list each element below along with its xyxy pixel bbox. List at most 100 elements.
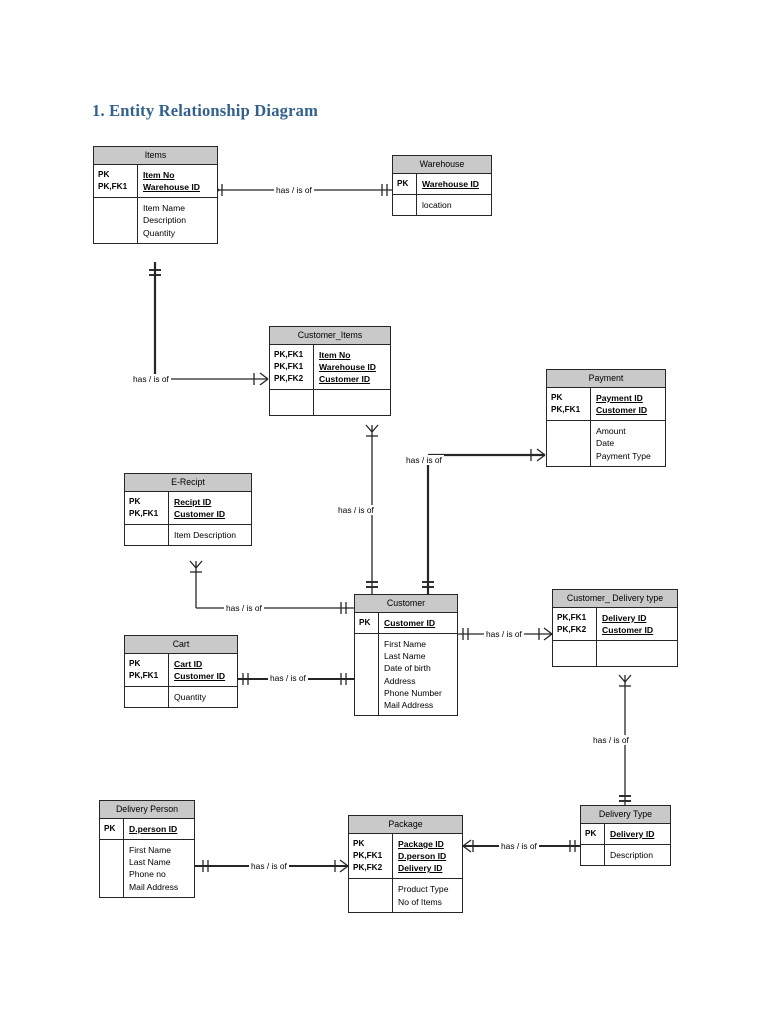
entity-key-section: PK PK,FK1 Cart ID Customer ID [125, 653, 237, 688]
key-attribute: Delivery ID [610, 828, 655, 839]
key-label: PK,FK1 [551, 405, 581, 414]
entity-key-section: PK,FK1 PK,FK2 Delivery ID Customer ID [553, 607, 677, 642]
relationship-label-deliveryperson-package: has / is of [249, 861, 289, 871]
doublebar-cart-right [242, 673, 249, 685]
entity-key-section: PK PK,FK1 Item No Warehouse ID [94, 164, 217, 199]
key-column: PK [100, 818, 124, 839]
doublebar-customer-top-right [422, 581, 434, 588]
attribute: Last Name [129, 857, 171, 868]
key-label: PK [585, 828, 597, 838]
relationship-label-customer-custdeliverytype: has / is of [484, 629, 524, 639]
entity-cart[interactable]: Cart PK PK,FK1 Cart ID Customer ID Quant… [124, 635, 238, 709]
attribute: Date [596, 438, 615, 449]
crowsfoot-custdeliverytype-bottom [618, 674, 632, 687]
key-attribute-column: Warehouse ID [417, 174, 491, 194]
key-attribute: Delivery ID [602, 612, 647, 623]
entity-title: Delivery Person [100, 801, 194, 819]
attribute: Item Description [174, 530, 237, 541]
doublebar-customer-right [462, 628, 469, 640]
key-column-empty [547, 421, 591, 466]
entity-key-section: PK PK,FK1 Recipt ID Customer ID [125, 491, 251, 526]
key-column-empty [125, 525, 169, 546]
entity-attribute-section: Description [581, 845, 670, 866]
key-attribute: Item No [143, 169, 175, 180]
key-label: PK,FK2 [353, 863, 383, 873]
attribute: Quantity [143, 227, 176, 238]
entity-delivery-type[interactable]: Delivery Type PK Delivery ID Description [580, 805, 671, 867]
doublebar-customer-left-erecipt [340, 602, 347, 614]
entity-attribute-section: Amount Date Payment Type [547, 421, 665, 466]
relationship-label-package-deliverytype: has / is of [499, 841, 539, 851]
relationship-label-custdeliverytype-deliverytype: has / is of [591, 735, 631, 745]
attribute: Date of birth [384, 663, 431, 674]
key-column-empty [581, 845, 605, 866]
entity-attribute-section [553, 641, 677, 667]
entity-e-recipt[interactable]: E-Recipt PK PK,FK1 Recipt ID Customer ID… [124, 473, 252, 547]
key-column-empty [355, 634, 379, 716]
entity-title: Package [349, 816, 462, 834]
key-label: PK [104, 823, 116, 833]
entity-customer[interactable]: Customer PK Customer ID First Name Last … [354, 594, 458, 717]
key-attribute-column: Cart ID Customer ID [169, 654, 237, 686]
attribute: First Name [384, 639, 427, 649]
entity-title: Warehouse [393, 156, 491, 174]
entity-attribute-section: Quantity [125, 687, 237, 708]
key-label: PK [353, 838, 365, 848]
entity-customer-items[interactable]: Customer_Items PK,FK1 PK,FK1 PK,FK2 Item… [269, 326, 391, 417]
relationship-label-items-warehouse: has / is of [274, 185, 314, 195]
key-attribute: Warehouse ID [143, 182, 200, 192]
relationship-label-cart-customer: has / is of [268, 673, 308, 683]
attribute: Description [143, 215, 186, 226]
key-column: PK [355, 612, 379, 633]
attribute: Payment Type [596, 450, 651, 461]
attribute-column: First Name Last Name Date of birth Addre… [379, 634, 457, 715]
entity-package[interactable]: Package PK PK,FK1 PK,FK2 Package ID D.pe… [348, 815, 463, 913]
key-attribute: Recipt ID [174, 496, 212, 507]
key-attribute: Customer ID [174, 509, 226, 519]
key-attribute: D.person ID [398, 851, 447, 861]
key-label: PK,FK1 [274, 362, 304, 371]
attribute-column [597, 641, 677, 666]
entity-payment[interactable]: Payment PK PK,FK1 Payment ID Customer ID… [546, 369, 666, 467]
entity-key-section: PK Delivery ID [581, 823, 670, 845]
key-label: PK,FK1 [129, 671, 159, 680]
relationship-label-customeritems-customer: has / is of [336, 505, 376, 515]
key-column-empty [100, 840, 124, 897]
entity-warehouse[interactable]: Warehouse PK Warehouse ID location [392, 155, 492, 217]
key-label: PK,FK1 [557, 612, 587, 622]
entity-attribute-section: First Name Last Name Date of birth Addre… [355, 634, 457, 716]
key-attribute: Delivery ID [398, 863, 443, 874]
key-label: PK,FK1 [274, 349, 304, 359]
key-attribute: Payment ID [596, 392, 643, 403]
entity-delivery-person[interactable]: Delivery Person PK D.person ID First Nam… [99, 800, 195, 898]
doublebar-items-bottom [149, 269, 161, 276]
crowsfoot-erecipt-bottom [189, 560, 203, 573]
key-column-empty [349, 879, 393, 912]
key-label: PK [359, 617, 371, 627]
key-attribute-column: Customer ID [379, 613, 457, 633]
key-attribute: D.person ID [129, 823, 178, 834]
relationship-label-items-customeritems: has / is of [131, 374, 171, 384]
entity-items[interactable]: Items PK PK,FK1 Item No Warehouse ID Ite… [93, 146, 218, 244]
attribute-column: Quantity [169, 687, 237, 707]
key-attribute: Customer ID [384, 617, 436, 628]
entity-customer-delivery-type[interactable]: Customer_ Delivery type PK,FK1 PK,FK2 De… [552, 589, 678, 668]
key-column-empty [270, 390, 314, 416]
attribute: First Name [129, 845, 172, 855]
key-column-empty [393, 195, 417, 216]
crowsfoot-customeritems-left [253, 372, 269, 386]
attribute: location [422, 200, 452, 210]
doublebar-customer-top-left [366, 581, 378, 588]
entity-title: Customer_Items [270, 327, 390, 345]
key-attribute: Customer ID [602, 625, 654, 635]
crowsfoot-custdeliverytype-left [538, 627, 553, 641]
key-label: PK [129, 496, 141, 506]
key-attribute-column: Delivery ID [605, 824, 670, 844]
doublebar-deliverytype-top [619, 795, 631, 802]
entity-attribute-section: Item Name Description Quantity [94, 198, 217, 243]
page-title: 1. Entity Relationship Diagram [92, 101, 319, 120]
entity-attribute-section: Product Type No of Items [349, 879, 462, 912]
entity-title: Payment [547, 370, 665, 388]
onebar-items-warehouse-right [381, 184, 388, 196]
key-label: PK [129, 658, 141, 668]
